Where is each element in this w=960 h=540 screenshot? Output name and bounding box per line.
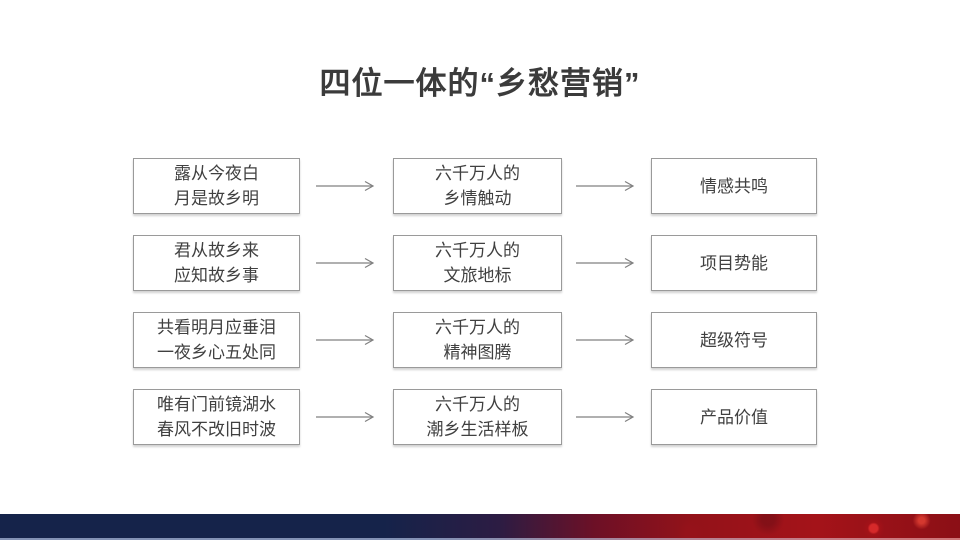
poem-line: 月是故乡明 [174, 189, 259, 208]
value-box-3: 超级符号 [651, 312, 817, 368]
value-label: 产品价值 [700, 407, 768, 427]
value-box-1: 情感共鸣 [651, 158, 817, 214]
value-label: 超级符号 [700, 330, 768, 350]
audience-line: 文旅地标 [443, 266, 512, 285]
audience-box-3: 六千万人的 精神图腾 [393, 312, 562, 368]
arrow-cell [562, 235, 651, 291]
poem-line: 一夜乡心五处同 [157, 343, 276, 362]
value-box-4: 产品价值 [651, 389, 817, 445]
poem-line: 应知故乡事 [174, 266, 259, 285]
audience-line: 乡情触动 [443, 189, 512, 208]
poem-line: 露从今夜白 [174, 164, 259, 183]
poem-line: 唯有门前镜湖水 [157, 395, 276, 414]
arrow-cell [562, 389, 651, 445]
right-arrow-icon [575, 257, 634, 269]
poem-box-4: 唯有门前镜湖水 春风不改旧时波 [133, 389, 300, 445]
audience-box-2: 六千万人的 文旅地标 [393, 235, 562, 291]
right-arrow-icon [315, 180, 374, 192]
audience-box-1: 六千万人的 乡情触动 [393, 158, 562, 214]
audience-box-4: 六千万人的 潮乡生活样板 [393, 389, 562, 445]
poem-box-3: 共看明月应垂泪 一夜乡心五处同 [133, 312, 300, 368]
value-label: 情感共鸣 [700, 176, 768, 196]
poem-line: 君从故乡来 [174, 241, 259, 260]
audience-line: 精神图腾 [443, 343, 512, 362]
value-box-2: 项目势能 [651, 235, 817, 291]
audience-line: 六千万人的 [435, 318, 520, 337]
slide-title: 四位一体的“乡愁营销” [319, 66, 641, 101]
poem-line: 春风不改旧时波 [157, 420, 276, 439]
right-arrow-icon [315, 411, 374, 423]
decorative-footer-band [0, 514, 960, 540]
value-label: 项目势能 [700, 253, 768, 273]
arrow-cell [300, 158, 393, 214]
arrow-cell [300, 389, 393, 445]
arrow-cell [300, 312, 393, 368]
right-arrow-icon [315, 334, 374, 346]
audience-line: 六千万人的 [435, 395, 520, 414]
arrow-cell [300, 235, 393, 291]
poem-box-1: 露从今夜白 月是故乡明 [133, 158, 300, 214]
poem-line: 共看明月应垂泪 [157, 318, 276, 337]
arrow-cell [562, 158, 651, 214]
audience-line: 潮乡生活样板 [426, 420, 529, 439]
flow-diagram: 露从今夜白 月是故乡明 六千万人的 乡情触动 情感共鸣 君从故乡来 应知故乡事 [133, 158, 817, 445]
arrow-cell [562, 312, 651, 368]
audience-line: 六千万人的 [435, 241, 520, 260]
right-arrow-icon [575, 411, 634, 423]
right-arrow-icon [315, 257, 374, 269]
right-arrow-icon [575, 180, 634, 192]
poem-box-2: 君从故乡来 应知故乡事 [133, 235, 300, 291]
audience-line: 六千万人的 [435, 164, 520, 183]
right-arrow-icon [575, 334, 634, 346]
